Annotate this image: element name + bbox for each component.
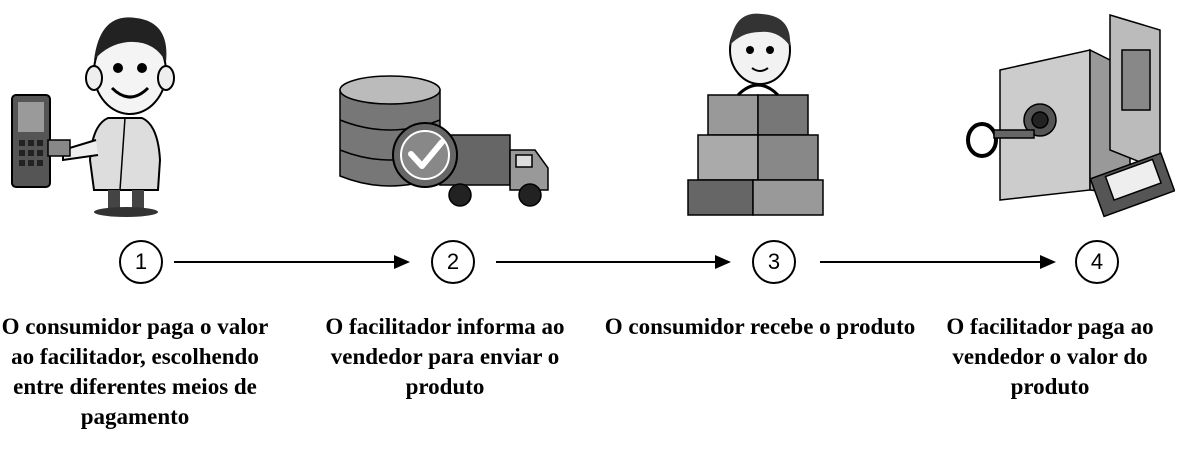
step-1-caption: O consumidor paga o valor ao facilitador… xyxy=(1,314,269,429)
consumer-paying-icon xyxy=(8,0,193,220)
step-number-2: 2 xyxy=(431,240,475,284)
step-number-3: 3 xyxy=(752,240,796,284)
step-3-caption: O consumidor recebe o produto xyxy=(604,314,916,339)
database-truck-check-icon xyxy=(330,0,555,220)
consumer-receiving-boxes-icon xyxy=(678,0,838,220)
arrow-2-to-3 xyxy=(496,255,731,269)
arrow-3-to-4 xyxy=(820,255,1056,269)
arrow-1-to-2 xyxy=(174,255,410,269)
step-2-caption: O facilitador informa ao vendedor para e… xyxy=(325,314,565,399)
step-number-1: 1 xyxy=(119,240,163,284)
step-4-caption: O facilitador paga ao vendedor o valor d… xyxy=(946,314,1154,399)
step-number-4: 4 xyxy=(1075,240,1119,284)
safe-money-icon xyxy=(960,0,1175,220)
